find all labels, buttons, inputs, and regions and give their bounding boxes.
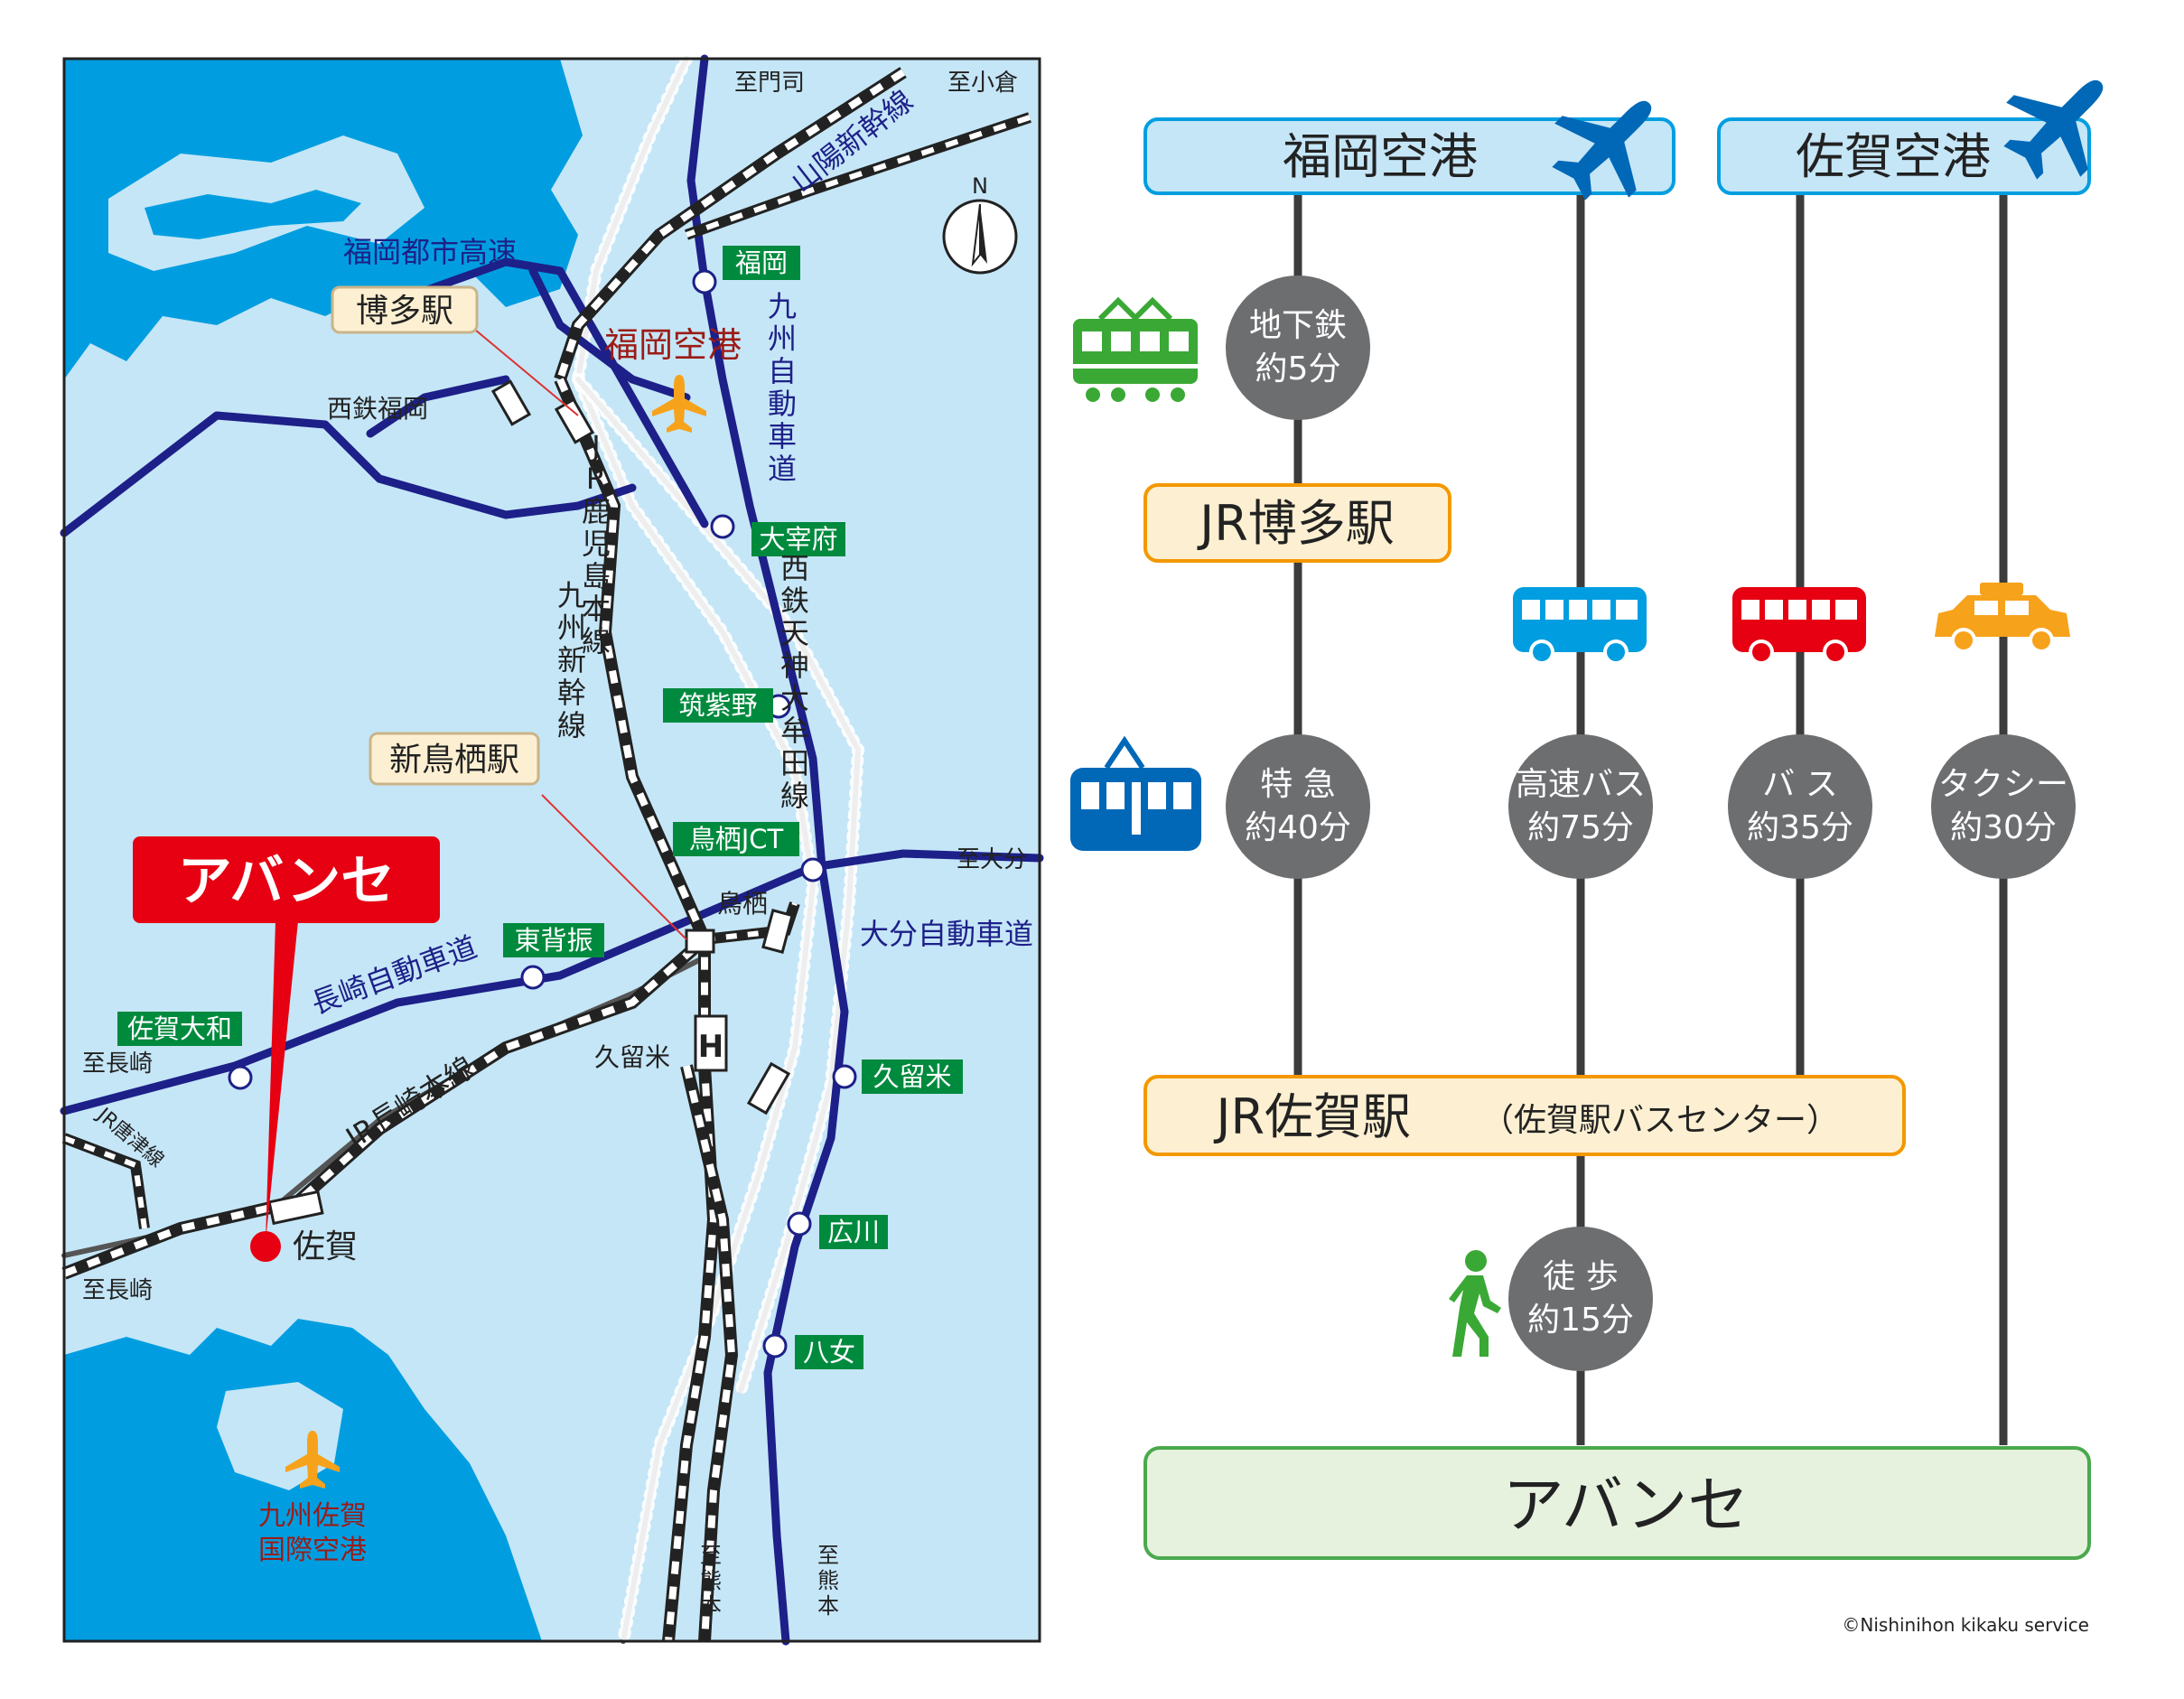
tram-icon bbox=[1070, 735, 1201, 851]
svg-text:JR博多駅: JR博多駅 bbox=[1197, 495, 1394, 552]
ic-label-text: 鳥栖JCT bbox=[689, 824, 784, 854]
taxi-icon bbox=[1935, 583, 2070, 653]
svg-text:福岡空港: 福岡空港 bbox=[1283, 128, 1478, 185]
map-label-kyushu-shinkansen: 九州新幹線 bbox=[557, 578, 586, 742]
avance-location-dot bbox=[250, 1231, 281, 1262]
svg-text:新鳥栖駅: 新鳥栖駅 bbox=[389, 742, 519, 779]
ic-label-text: 佐賀大和 bbox=[127, 1013, 232, 1044]
map-label-to-nagasaki-1: 至長崎 bbox=[82, 1050, 153, 1078]
ic-label-text: 久留米 bbox=[873, 1061, 951, 1092]
ic-label-text: 大宰府 bbox=[759, 524, 837, 555]
svg-text:バ ス: バ ス bbox=[1762, 766, 1837, 803]
svg-text:タクシー: タクシー bbox=[1938, 766, 2068, 803]
svg-text:（佐賀駅バスセンター）: （佐賀駅バスセンター） bbox=[1481, 1102, 1839, 1139]
ic-label-saga-yamato: 佐賀大和 bbox=[117, 1012, 242, 1046]
svg-text:徒 歩: 徒 歩 bbox=[1543, 1258, 1618, 1295]
ic-label-kurume: 久留米 bbox=[862, 1060, 963, 1094]
svg-text:博多駅: 博多駅 bbox=[356, 293, 453, 330]
map-label-kyushu-expressway: 九州自動車道 bbox=[768, 289, 797, 486]
route-diagram: 福岡空港 佐賀空港 JR博多駅 JR佐賀駅 （佐賀駅バスセンター） アバンセ bbox=[1070, 79, 2104, 1636]
destination-avance-box: アバンセ bbox=[1143, 1446, 2091, 1560]
svg-text:高速バス: 高速バス bbox=[1516, 766, 1646, 803]
svg-text:約30分: 約30分 bbox=[1950, 809, 2057, 846]
ic-label-fukuoka: 福岡 bbox=[723, 246, 800, 280]
svg-text:約40分: 約40分 bbox=[1245, 809, 1351, 846]
map-label-to-kokura: 至小倉 bbox=[947, 70, 1018, 97]
map-label-to-nagasaki-2: 至長崎 bbox=[82, 1277, 153, 1304]
airplane-icon bbox=[2003, 79, 2104, 180]
map-label-to-moji: 至門司 bbox=[734, 70, 805, 97]
node-subway: 地下鉄 約5分 bbox=[1226, 275, 1370, 420]
walker-icon bbox=[1449, 1250, 1501, 1357]
ic-label-text: 八女 bbox=[803, 1337, 855, 1368]
avance-callout: アバンセ bbox=[133, 836, 440, 923]
node-highway-bus: 高速バス 約75分 bbox=[1508, 734, 1653, 879]
ic-label-dazaifu: 大宰府 bbox=[751, 522, 845, 556]
map-label-nishitetsu-tenjin-omuta: 西鉄天神大牟田線 bbox=[780, 551, 809, 813]
compass-icon: N bbox=[942, 173, 1018, 275]
map-label-saga: 佐賀 bbox=[293, 1228, 358, 1265]
ic-label-chikushino: 筑紫野 bbox=[663, 688, 773, 723]
saga-airport-icon bbox=[285, 1431, 340, 1489]
jr-hakata-station-box: JR博多駅 bbox=[1143, 483, 1451, 563]
ic-label-tosu-jct: 鳥栖JCT bbox=[673, 822, 799, 856]
avance-pointer bbox=[266, 921, 298, 1242]
ic-label-text: 筑紫野 bbox=[678, 690, 757, 721]
ic-label-text: 東背振 bbox=[514, 925, 593, 956]
map-label-fukuoka-toshi-kosoku: 福岡都市高速 bbox=[343, 235, 517, 269]
node-taxi: タクシー 約30分 bbox=[1931, 734, 2076, 879]
ic-label-text: 福岡 bbox=[735, 247, 788, 278]
shin-tosu-station-callout: 新鳥栖駅 bbox=[369, 732, 540, 786]
svg-text:アバンセ: アバンセ bbox=[1503, 1470, 1750, 1542]
svg-text:特 急: 特 急 bbox=[1260, 766, 1335, 803]
fukuoka-airport-label: 福岡空港 bbox=[604, 325, 742, 365]
ic-label-text: 広川 bbox=[827, 1217, 880, 1247]
ic-label-higashi-sefuri: 東背振 bbox=[503, 923, 604, 957]
map-label-oita-expressway: 大分自動車道 bbox=[860, 917, 1033, 951]
ic-label-hirokawa: 広川 bbox=[819, 1215, 888, 1249]
copyright: ©Nishinihon kikaku service bbox=[1842, 1614, 2089, 1636]
svg-text:JR佐賀駅: JR佐賀駅 bbox=[1214, 1088, 1411, 1145]
nagasaki-expressway-line bbox=[60, 849, 1044, 1116]
map-label-nishitetsu-fukuoka: 西鉄福岡 bbox=[327, 394, 428, 424]
bus-icon bbox=[1513, 587, 1647, 665]
ic-label-yame: 八女 bbox=[795, 1335, 863, 1369]
map-label-kurume: 久留米 bbox=[594, 1042, 670, 1072]
map-label-tosu: 鳥栖 bbox=[717, 889, 768, 919]
svg-text:約75分: 約75分 bbox=[1527, 809, 1634, 846]
svg-text:約35分: 約35分 bbox=[1747, 809, 1853, 846]
svg-text:地下鉄: 地下鉄 bbox=[1249, 307, 1347, 344]
map-label-to-oita: 至大分 bbox=[957, 846, 1027, 873]
svg-text:佐賀空港: 佐賀空港 bbox=[1796, 128, 1991, 185]
map-label-to-kumamoto-2: 至熊本 bbox=[817, 1543, 839, 1619]
node-bus: バ ス 約35分 bbox=[1728, 734, 1872, 879]
airplane-icon bbox=[1552, 100, 1652, 201]
train-icon bbox=[1073, 296, 1198, 402]
fukuoka-airport-icon bbox=[652, 375, 706, 433]
kurume-station-marker: H bbox=[694, 1014, 728, 1072]
svg-text:約5分: 約5分 bbox=[1255, 350, 1341, 387]
jr-saga-station-box: JR佐賀駅 （佐賀駅バスセンター） bbox=[1143, 1075, 1906, 1156]
svg-text:H: H bbox=[698, 1029, 723, 1065]
origin-fukuoka-airport: 福岡空港 bbox=[1143, 117, 1675, 195]
node-walk: 徒 歩 約15分 bbox=[1508, 1227, 1653, 1371]
saga-airport-label: 九州佐賀国際空港 bbox=[258, 1500, 367, 1566]
origin-saga-airport: 佐賀空港 bbox=[1717, 117, 2091, 195]
bus-icon bbox=[1732, 587, 1866, 665]
map-label-to-kumamoto-1: 至熊本 bbox=[700, 1543, 722, 1619]
svg-text:アバンセ: アバンセ bbox=[178, 850, 396, 913]
svg-text:約15分: 約15分 bbox=[1527, 1302, 1634, 1339]
compass-n: N bbox=[972, 173, 988, 199]
fukuoka-urban-expressway bbox=[375, 257, 709, 528]
node-express: 特 急 約40分 bbox=[1226, 734, 1370, 879]
hakata-station-callout: 博多駅 bbox=[331, 285, 479, 334]
